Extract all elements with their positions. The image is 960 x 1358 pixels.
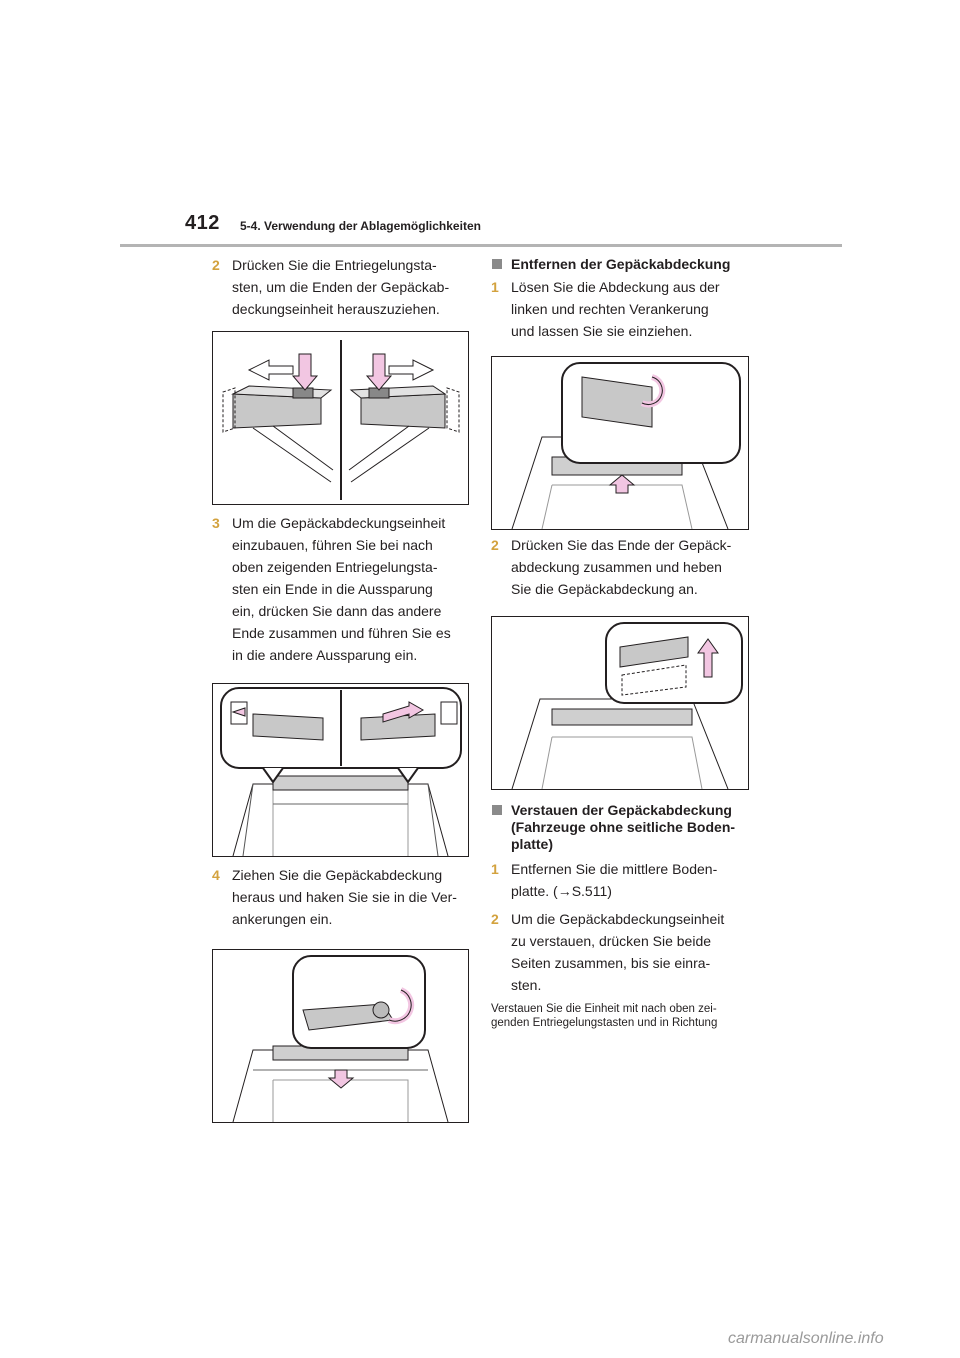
text-line: platte. (→S.511) [511, 883, 612, 899]
text-line: sten. [511, 977, 542, 993]
text-line: sten ein Ende in die Aussparung [232, 581, 433, 597]
step-3-text: 3 Um die Gepäckabdeckungseinheit einzuba… [212, 512, 472, 666]
text-line: linken und rechten Verankerung [511, 301, 709, 317]
section-heading-stow: Verstauen der Gepäckabdeckung (Fahrzeuge… [491, 802, 751, 853]
heading-square-icon [492, 805, 502, 815]
text-line: zu verstauen, drücken Sie beide [511, 933, 712, 949]
text-line: Seiten zusammen, bis sie einra- [511, 955, 711, 971]
text-line: heraus und haken Sie sie in die Ver- [232, 889, 457, 905]
left-column: 2 Drücken Sie die Entriegelungsta- sten,… [212, 254, 472, 1123]
figure-release-anchors [491, 356, 749, 530]
text-line: Um die Gepäckabdeckungseinheit [232, 515, 446, 531]
heading-line: Verstauen der Gepäckabdeckung [511, 802, 732, 818]
text-line: und lassen Sie sie einziehen. [511, 323, 693, 339]
figure-install-cover [212, 683, 469, 857]
remove-step-2-text: 2 Drücken Sie das Ende der Gepäck- abdec… [491, 534, 751, 600]
note-line: genden Entriegelungstasten und in Richtu… [491, 1017, 718, 1029]
stow-step-1-text: 1 Entfernen Sie die mittlere Boden- plat… [491, 858, 751, 902]
heading-text: Entfernen der Gepäckabdeckung [511, 256, 731, 272]
figure-lift-cover [491, 616, 749, 790]
text-line: Sie die Gepäckabdeckung an. [511, 581, 698, 597]
watermark[interactable]: carmanualsonline.info [728, 1330, 884, 1347]
step-number: 4 [212, 867, 220, 883]
remove-step-1-text: 1 Lösen Sie die Abdeckung aus der linken… [491, 276, 751, 342]
text-line: Ziehen Sie die Gepäckabdeckung [232, 867, 443, 883]
figure-release-buttons [212, 331, 469, 505]
right-column: Entfernen der Gepäckabdeckung 1 Lösen Si… [491, 254, 751, 1030]
text-line: Drücken Sie das Ende der Gepäck- [511, 537, 732, 553]
stow-step-2-text: 2 Um die Gepäckabdeckungseinheit zu vers… [491, 908, 751, 996]
text-line: Um die Gepäckabdeckungseinheit [511, 911, 725, 927]
text-line: ankerungen ein. [232, 911, 333, 927]
text-line: oben zeigenden Entriegelungsta- [232, 559, 438, 575]
note-line: Verstauen Sie die Einheit mit nach oben … [491, 1003, 717, 1015]
section-heading-remove: Entfernen der Gepäckabdeckung [491, 256, 751, 273]
step-4-text: 4 Ziehen Sie die Gepäckabdeckung heraus … [212, 864, 472, 930]
text-line: einzubauen, führen Sie bei nach [232, 537, 433, 553]
heading-line: platte) [511, 836, 553, 852]
text-line: sten, um die Enden der Gepäckab- [232, 279, 450, 295]
text-line: abdeckung zusammen und heben [511, 559, 722, 575]
step-number: 3 [212, 515, 220, 531]
page-number: 412 [185, 212, 220, 234]
note-text: Verstauen Sie die Einheit mit nach oben … [491, 1002, 751, 1030]
step-number: 1 [491, 861, 499, 877]
step-number: 2 [491, 537, 499, 553]
text-line: deckungseinheit herauszuziehen. [232, 301, 440, 317]
text-line: Entfernen Sie die mittlere Boden- [511, 861, 718, 877]
step-2-text: 2 Drücken Sie die Entriegelungsta- sten,… [212, 254, 472, 320]
step-number: 1 [491, 279, 499, 295]
step-number: 2 [491, 911, 499, 927]
heading-square-icon [492, 259, 502, 269]
text-line: Drücken Sie die Entriegelungsta- [232, 257, 437, 273]
section-title: 5-4. Verwendung der Ablagemöglichkeiten [240, 219, 481, 233]
step-number: 2 [212, 257, 220, 273]
figure-hook-cover [212, 949, 469, 1123]
text-line: in die andere Aussparung ein. [232, 647, 418, 663]
text-line: Lösen Sie die Abdeckung aus der [511, 279, 720, 295]
text-line: ein, drücken Sie dann das andere [232, 603, 442, 619]
heading-line: (Fahrzeuge ohne seitliche Boden- [511, 819, 736, 835]
header-rule [120, 244, 842, 247]
text-line: Ende zusammen und führen Sie es [232, 625, 451, 641]
